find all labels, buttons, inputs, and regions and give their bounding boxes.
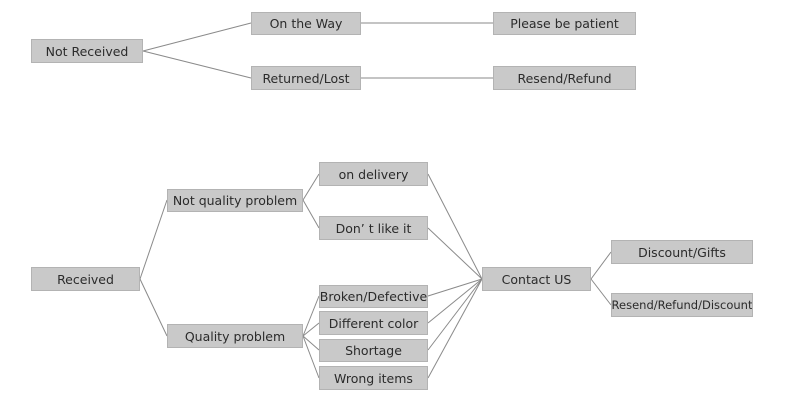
node-shortage: Shortage <box>319 339 428 362</box>
node-returned-lost: Returned/Lost <box>251 66 361 90</box>
connector-quality-different-color <box>302 322 320 337</box>
connector-received-quality <box>139 278 168 337</box>
node-broken-defective: Broken/Defective <box>319 285 428 308</box>
connector-shortage-contact <box>427 278 483 351</box>
node-contact-us: Contact US <box>482 267 591 291</box>
connector-broken-contact <box>427 278 483 297</box>
node-discount-gifts: Discount/Gifts <box>611 240 753 264</box>
connector-dont-like-contact <box>427 227 483 280</box>
connector-not-quality-dont-like <box>302 199 320 229</box>
node-different-color: Different color <box>319 311 428 335</box>
node-resend-refund-discount: Resend/Refund/Discount <box>611 293 753 317</box>
node-received: Received <box>31 267 140 291</box>
connector-contact-resend-refund-discount <box>590 278 612 306</box>
node-quality-problem: Quality problem <box>167 324 303 348</box>
node-wrong-items: Wrong items <box>319 366 428 390</box>
connector-quality-broken <box>302 295 320 337</box>
node-resend-refund: Resend/Refund <box>493 66 636 90</box>
connector-quality-wrong-items <box>302 335 320 379</box>
connector-not-received-returned-lost <box>142 50 252 79</box>
node-not-received: Not Received <box>31 39 143 63</box>
node-on-the-way: On the Way <box>251 12 361 35</box>
connector-contact-discount-gifts <box>590 251 612 280</box>
node-on-delivery: on delivery <box>319 162 428 186</box>
node-please-be-patient: Please be patient <box>493 12 636 35</box>
connector-not-quality-on-delivery <box>302 173 320 201</box>
connector-different-color-contact <box>427 278 483 324</box>
node-not-quality-problem: Not quality problem <box>167 189 303 212</box>
connector-received-not-quality <box>139 199 168 280</box>
connector-quality-shortage <box>302 335 320 351</box>
connector-wrong-items-contact <box>427 278 483 379</box>
node-dont-like-it: Don’ t like it <box>319 216 428 240</box>
connector-not-received-on-the-way <box>142 22 252 52</box>
connector-on-delivery-contact <box>427 173 483 280</box>
